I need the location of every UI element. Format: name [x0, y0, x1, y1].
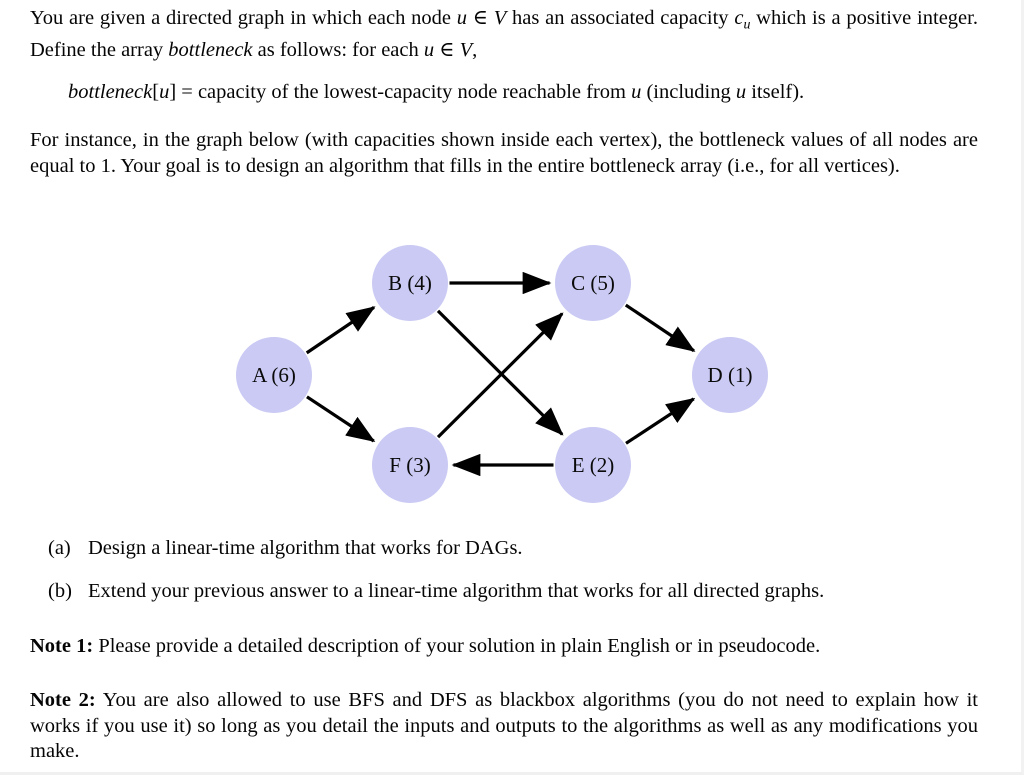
graph-node-circle-c [555, 245, 631, 321]
graph-edge-a-to-b [305, 306, 376, 355]
note-2-text: You are also allowed to use BFS and DFS … [30, 689, 978, 762]
graph-node-d: D (1) [692, 337, 768, 413]
instance-paragraph: For instance, in the graph below (with c… [30, 129, 978, 177]
graph-edge-b-to-e [436, 309, 564, 436]
directed-graph-svg: A (6) B (4) C (5) D (1) E (2) F (3) [236, 245, 768, 503]
intro-text-part4: as follows: for each [252, 38, 424, 61]
element-of-symbol-1: ∈ [467, 7, 494, 29]
list-item-b-marker: (b) [48, 580, 72, 602]
list-item-a-text: Design a linear-time algorithm that work… [88, 537, 523, 559]
variable-u-2: u [423, 38, 435, 61]
graph-node-label-e: E (2) [572, 453, 615, 477]
variable-u: u [456, 7, 468, 29]
intro-text-part2: has an associated capacity [506, 7, 735, 29]
element-of-symbol-2: ∈ [434, 38, 460, 61]
variable-V: V [493, 7, 507, 29]
graph-node-label-d: D (1) [708, 363, 753, 387]
definition-equals: = [176, 81, 198, 103]
definition-term: bottleneck [68, 81, 153, 103]
graph-node-circle-b [372, 245, 448, 321]
variable-c-subscript: u [743, 17, 751, 33]
graph-edges [305, 271, 696, 477]
graph-node-label-c: C (5) [571, 271, 615, 295]
graph-edge-c-to-d [624, 303, 696, 353]
graph-node-label-f: F (3) [389, 453, 430, 477]
note-2-label: Note 2: [30, 689, 96, 711]
graph-node-label-a: A (6) [252, 363, 296, 387]
graph-node-circle-f [372, 427, 448, 503]
list-item-b-text: Extend your previous answer to a linear-… [88, 580, 825, 602]
variable-V-2: V [459, 38, 473, 61]
definition-bracket-close: ] [169, 81, 177, 103]
graph-nodes: A (6) B (4) C (5) D (1) E (2) F (3) [236, 245, 768, 503]
graph-node-c: C (5) [555, 245, 631, 321]
graph-edge-e-to-d [625, 397, 696, 445]
list-item-b: (b) Extend your previous answer to a line… [48, 579, 978, 605]
graph-node-label-b: B (4) [388, 271, 432, 295]
graph-node-e: E (2) [555, 427, 631, 503]
list-item-a: (a) Design a linear-time algorithm that w… [48, 536, 978, 562]
graph-node-circle-e [555, 427, 631, 503]
graph-edge-f-to-c [436, 312, 564, 439]
graph-edge-a-to-f [306, 395, 376, 443]
note-1-label: Note 1: [30, 635, 94, 657]
graph-node-circle-a [236, 337, 312, 413]
note-2: Note 2: You are also allowed to use BFS … [30, 688, 978, 765]
graph-node-f: F (3) [372, 427, 448, 503]
definition-var-u: u [631, 81, 642, 103]
graph-node-a: A (6) [236, 337, 312, 413]
definition-body-1: capacity of the lowest-capacity node rea… [197, 81, 632, 103]
note-1-text: Please provide a detailed description of… [93, 635, 821, 657]
definition-var-u-2: u [735, 81, 747, 103]
definition-line: bottleneck[u] = capacity of the lowest-c… [68, 80, 978, 106]
graph-figure: A (6) B (4) C (5) D (1) E (2) F (3) [210, 228, 810, 522]
intro-text-part3: which is a positive integer. Define the … [30, 7, 978, 61]
definition-body-2: (including [641, 81, 736, 103]
list-item-a-marker: (a) [48, 537, 71, 559]
term-bottleneck-intro: bottleneck [168, 38, 253, 61]
intro-paragraph: You are given a directed graph in which … [30, 6, 978, 63]
definition-body-3: itself). [746, 81, 805, 103]
variable-c: cu [734, 7, 751, 33]
definition-index: u [159, 81, 170, 103]
graph-node-circle-d [692, 337, 768, 413]
intro-text-part1: You are given a directed graph in which … [30, 7, 457, 29]
note-1: Note 1: Please provide a detailed descri… [30, 634, 978, 660]
intro-text-part5: , [472, 38, 478, 61]
graph-node-b: B (4) [372, 245, 448, 321]
definition-bracket-open: [ [152, 81, 160, 103]
